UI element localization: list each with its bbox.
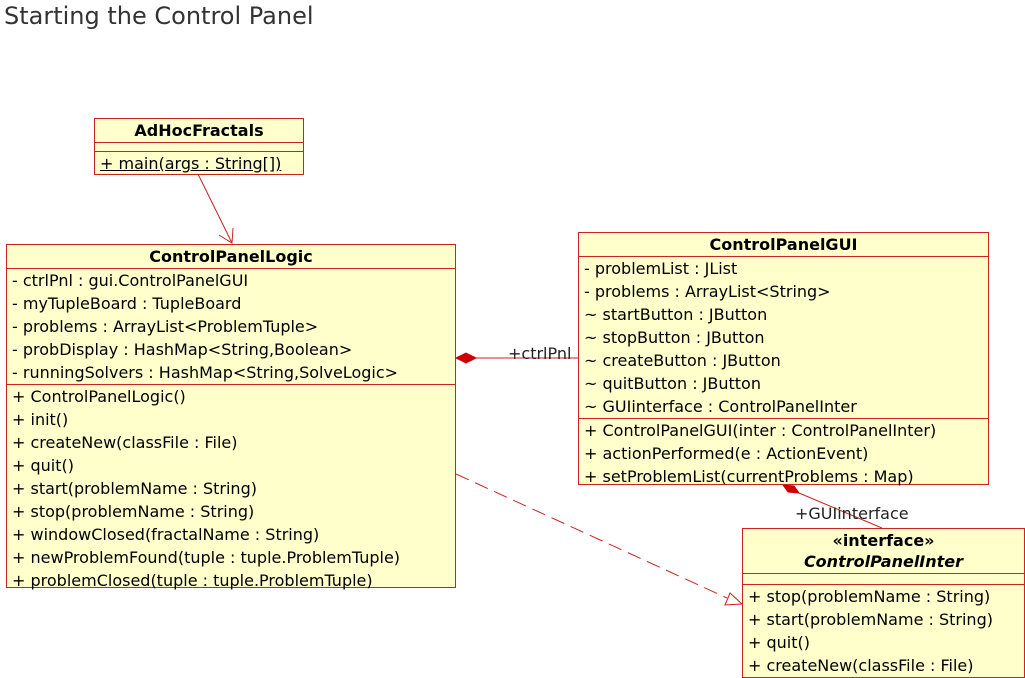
class-operations: + ControlPanelGUI(inter : ControlPanelIn… [579,419,988,488]
adhoc-to-logic-line [197,173,233,244]
role-label-guiinterface: +GUIinterface [795,504,909,523]
operation-row: + actionPerformed(e : ActionEvent) [584,444,869,463]
class-adhocfractals[interactable]: AdHocFractals + main(args : String[]) [94,118,304,175]
class-name: ControlPanelInter [803,552,964,571]
operation-row: + createNew(classFile : File) [748,656,974,675]
class-controlpanellogic[interactable]: ControlPanelLogic - ctrlPnl : gui.Contro… [6,244,456,590]
operation-row: + problemClosed(tuple : tuple.ProblemTup… [12,571,373,590]
realization-hollow-triangle [724,592,744,606]
guiinterface-composition-diamond [781,484,801,494]
attribute-row: - problems : ArrayList<ProblemTuple> [12,317,319,336]
operation-row: + main(args : String[]) [100,154,282,173]
attribute-row: - problemList : JList [584,259,738,278]
page-title: Starting the Control Panel [4,2,314,30]
class-operations: + ControlPanelLogic() + init() + createN… [7,385,455,592]
class-name: ControlPanelGUI [579,233,988,257]
role-label-ctrlpnl: +ctrlPnl [508,344,572,363]
operation-row: + quit() [748,633,810,652]
class-attributes: - ctrlPnl : gui.ControlPanelGUI - myTupl… [7,269,455,385]
class-controlpanelgui[interactable]: ControlPanelGUI - problemList : JList - … [578,232,989,488]
class-attributes: - problemList : JList - problems : Array… [579,257,988,419]
operation-row: + stop(problemName : String) [12,502,255,521]
attribute-row: - runningSolvers : HashMap<String,SolveL… [12,363,399,382]
operation-row: + start(problemName : String) [12,479,257,498]
interface-stereotype: «interface» [832,531,935,550]
operation-row: + ControlPanelGUI(inter : ControlPanelIn… [584,421,937,440]
operation-row: + setProblemList(currentProblems : Map) [584,467,914,486]
operation-row: + newProblemFound(tuple : tuple.ProblemT… [12,548,401,567]
attribute-row: ~ createButton : JButton [584,351,781,370]
class-attributes [743,574,1024,585]
operation-row: + createNew(classFile : File) [12,433,238,452]
attribute-row: ~ GUIinterface : ControlPanelInter [584,397,857,416]
realization-dashed-line [455,473,728,599]
operation-row: + stop(problemName : String) [748,587,991,606]
class-operations: + stop(problemName : String) + start(pro… [743,585,1024,677]
class-name: ControlPanelLogic [7,245,455,269]
attribute-row: ~ quitButton : JButton [584,374,761,393]
interface-header: «interface» ControlPanelInter [743,529,1024,574]
attribute-row: - probDisplay : HashMap<String,Boolean> [12,340,353,359]
attribute-row: - ctrlPnl : gui.ControlPanelGUI [12,271,249,290]
interface-controlpanelinter[interactable]: «interface» ControlPanelInter + stop(pro… [742,528,1025,678]
attribute-row: ~ startButton : JButton [584,305,768,324]
operation-row: + init() [12,410,69,429]
adhoc-to-logic-arrowhead [218,227,234,244]
operation-row: + start(problemName : String) [748,610,993,629]
attribute-row: - problems : ArrayList<String> [584,282,831,301]
ctrlpnl-composition-diamond [454,352,478,364]
attribute-row: - myTupleBoard : TupleBoard [12,294,242,313]
class-operations: + main(args : String[]) [95,152,303,175]
operation-row: + ControlPanelLogic() [12,387,186,406]
operation-row: + quit() [12,456,74,475]
class-name: AdHocFractals [95,119,303,143]
class-attributes [95,143,303,152]
attribute-row: ~ stopButton : JButton [584,328,765,347]
operation-row: + windowClosed(fractalName : String) [12,525,320,544]
guiinterface-composition-line [798,492,883,529]
